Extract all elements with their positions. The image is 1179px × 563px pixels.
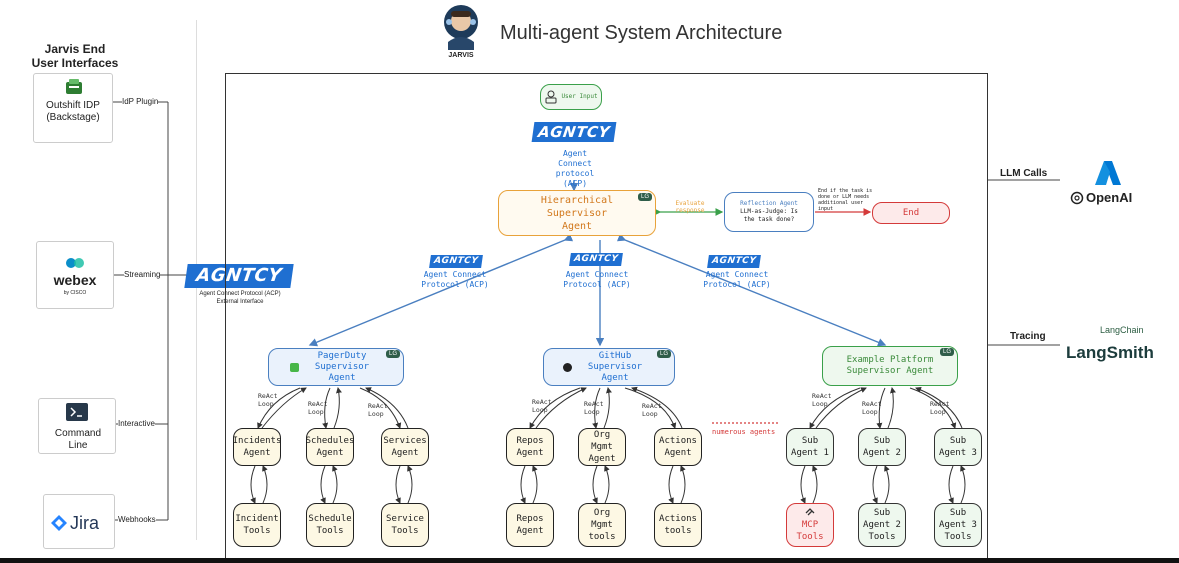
- user-input-box: User Input: [540, 84, 602, 110]
- acp-right-label: Agent Connect Protocol (ACP): [703, 270, 771, 289]
- react-loop-label: ReAct Loop: [532, 398, 552, 414]
- react-loop-label: ReAct Loop: [812, 392, 832, 408]
- end-note: End if the task is done or LLM needs add…: [818, 188, 873, 212]
- react-loop-label: ReAct Loop: [930, 400, 950, 416]
- reflection-title: Reflection Agent: [740, 200, 798, 207]
- example-platform-supervisor-label: Example Platform Supervisor Agent: [846, 355, 934, 376]
- jira-card[interactable]: Jira: [43, 494, 115, 549]
- jira-icon: [50, 514, 68, 537]
- react-loop-label: ReAct Loop: [308, 400, 328, 416]
- command-line-card[interactable]: Command Line: [38, 398, 116, 454]
- page-title: Multi-agent System Architecture: [500, 22, 783, 44]
- react-loop-label: ReAct Loop: [642, 402, 662, 418]
- jarvis-avatar: [440, 2, 482, 50]
- agent-card: Org Mgmt Agent: [578, 428, 626, 466]
- acp-left-label: Agent Connect Protocol (ACP): [421, 270, 489, 289]
- react-loop-label: ReAct Loop: [368, 402, 388, 418]
- jarvis-label: JARVIS: [448, 52, 474, 59]
- agntcy-logo-middle: AGNTCY: [569, 253, 623, 266]
- github-icon: [563, 362, 572, 372]
- idp-card[interactable]: Outshift IDP (Backstage): [33, 73, 113, 143]
- acp-middle-label: Agent Connect Protocol (ACP): [563, 270, 631, 289]
- agent-card: Services Agent: [381, 428, 429, 466]
- connector-streaming: Streaming: [124, 270, 161, 279]
- agent-card: Incidents Agent: [233, 428, 281, 466]
- acp-top-label: Agent Connect protocol (ACP): [555, 149, 595, 188]
- mcp-icon: [805, 508, 815, 516]
- agntcy-logo-left: AGNTCY: [429, 255, 483, 268]
- agent-card: Repos Agent: [506, 428, 554, 466]
- idp-icon: [64, 78, 84, 103]
- azure-icon: [1094, 160, 1122, 191]
- numerous-agents-label: numerous agents: [712, 428, 776, 436]
- user-input-label: User Input: [561, 93, 598, 100]
- langgraph-badge-example: LG: [940, 348, 954, 356]
- end-label: End: [902, 208, 920, 218]
- llm-calls-label: LLM Calls: [1000, 168, 1048, 179]
- connector-idp: IdP Plugin: [122, 97, 159, 106]
- react-loop-label: ReAct Loop: [584, 400, 604, 416]
- tool-card: Actions tools: [654, 503, 702, 547]
- evaluate-label: Evaluate response: [675, 200, 705, 214]
- hierarchical-supervisor: Hierarchical Supervisor Agent: [498, 190, 656, 236]
- react-loop-label: ReAct Loop: [258, 392, 278, 408]
- langchain-label: LangChain: [1100, 325, 1144, 335]
- connector-webhooks: Webhooks: [118, 515, 156, 524]
- agent-card: Sub Agent 2: [858, 428, 906, 466]
- github-supervisor-label: GitHub Supervisor Agent: [587, 350, 643, 383]
- tool-card: Service Tools: [381, 503, 429, 547]
- openai-icon: [1070, 191, 1084, 204]
- pagerduty-supervisor-label: PagerDuty Supervisor Agent: [314, 350, 370, 383]
- reflection-body: LLM-as-Judge: Is the task done?: [740, 208, 798, 223]
- example-platform-supervisor: Example Platform Supervisor Agent: [822, 346, 958, 386]
- langgraph-badge: LG: [638, 193, 652, 201]
- agent-card: Sub Agent 1: [786, 428, 834, 466]
- tool-card: Incident Tools: [233, 503, 281, 547]
- tool-card: Sub Agent 3 Tools: [934, 503, 982, 547]
- openai-logo: OpenAI: [1070, 190, 1132, 205]
- webex-icon: [65, 256, 85, 274]
- end-box: End: [872, 202, 950, 224]
- agent-card: Actions Agent: [654, 428, 702, 466]
- openai-label: OpenAI: [1086, 190, 1133, 205]
- pagerduty-supervisor: PagerDuty Supervisor Agent: [268, 348, 404, 386]
- react-loop-label: ReAct Loop: [862, 400, 882, 416]
- langsmith-label: LangSmith: [1066, 343, 1154, 362]
- webex-card[interactable]: webex by CISCO: [36, 241, 114, 309]
- tool-card: Sub Agent 2 Tools: [858, 503, 906, 547]
- webex-label: webex: [53, 272, 97, 288]
- webex-sublabel: by CISCO: [63, 290, 87, 296]
- pagerduty-icon: [290, 362, 299, 372]
- acp-external-caption-1: Agent Connect Protocol (ACP): [199, 291, 281, 297]
- terminal-icon: [66, 403, 88, 426]
- agent-card: Schedules Agent: [306, 428, 354, 466]
- left-heading: Jarvis End User Interfaces: [31, 42, 119, 70]
- mcp-tools-label: MCP Tools: [796, 520, 824, 542]
- reflection-agent-box: Reflection Agent LLM-as-Judge: Is the ta…: [724, 192, 814, 232]
- acp-external-caption-2: External Interface: [216, 299, 264, 305]
- tool-card: Schedule Tools: [306, 503, 354, 547]
- tool-card: Repos Agent: [506, 503, 554, 547]
- langgraph-badge-pagerduty: LG: [386, 350, 400, 358]
- agntcy-logo-top: AGNTCY: [531, 122, 617, 142]
- user-icon: [545, 90, 557, 104]
- tracing-label: Tracing: [1010, 331, 1046, 342]
- command-line-label: Command Line: [54, 428, 102, 451]
- langgraph-badge-github: LG: [657, 350, 671, 358]
- idp-label: Outshift IDP (Backstage): [46, 100, 100, 123]
- agntcy-logo-right: AGNTCY: [707, 255, 761, 268]
- jira-label: Jira: [70, 513, 100, 533]
- github-supervisor: GitHub Supervisor Agent: [543, 348, 675, 386]
- agent-card: Sub Agent 3: [934, 428, 982, 466]
- connector-interactive: Interactive: [118, 419, 155, 428]
- tool-card: Org Mgmt tools: [578, 503, 626, 547]
- mcp-tools-card: MCP Tools: [786, 503, 834, 547]
- bottom-bar: [0, 558, 1179, 563]
- hierarchical-supervisor-label: Hierarchical Supervisor Agent: [540, 194, 614, 232]
